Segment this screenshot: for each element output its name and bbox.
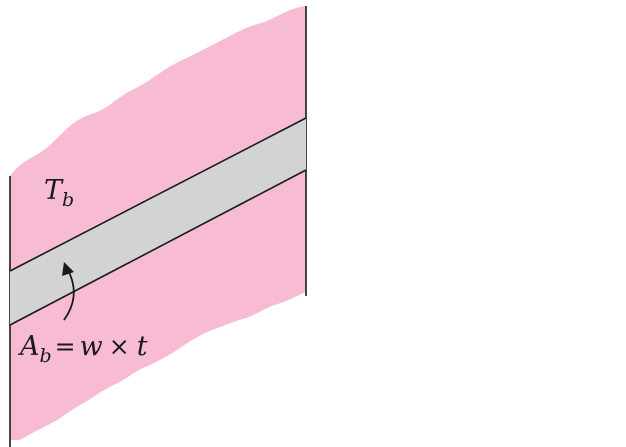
fin-base-top-edge — [9, 117, 307, 272]
base-temperature-label: Tb — [44, 175, 74, 211]
fin-base-bottom-edge — [9, 169, 307, 326]
arrow-head — [62, 262, 74, 276]
base-area-label: Ab=w×t — [17, 331, 148, 367]
pointer-arrow — [63, 269, 75, 321]
fin-base-band — [10, 118, 306, 325]
